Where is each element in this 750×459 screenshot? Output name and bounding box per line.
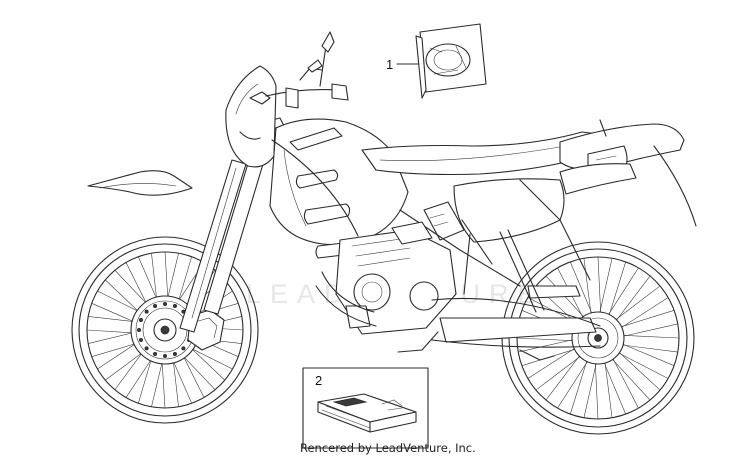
part-1-sticker-kit: 1	[386, 23, 487, 99]
brake-disc-hole	[172, 303, 177, 308]
brake-disc-hole	[144, 346, 149, 351]
motorcycle-illustration	[71, 31, 697, 435]
front-fender	[87, 170, 193, 196]
brake-disc-hole	[181, 346, 186, 351]
swingarm	[431, 285, 601, 348]
exhaust-silencer	[559, 163, 637, 195]
brake-disc-hole	[153, 303, 158, 308]
callout-number-2: 2	[315, 373, 322, 388]
brake-pedal	[397, 331, 439, 353]
brake-disc-hole	[153, 352, 158, 357]
handlebar	[265, 31, 349, 109]
rear-wheel	[501, 241, 695, 435]
part-2-owners-manual: 2	[302, 367, 429, 449]
brake-disc-hole	[162, 353, 167, 358]
footer-credit: Rencered by LeadVenture, Inc.	[300, 441, 476, 455]
brake-disc-hole	[172, 352, 177, 357]
engine	[315, 221, 457, 335]
brake-disc-hole	[138, 318, 143, 323]
callout-number-1: 1	[386, 57, 393, 72]
brake-disc-hole	[162, 301, 167, 306]
headlight-mask	[225, 65, 277, 168]
rear-shock	[499, 229, 545, 313]
brake-disc-hole	[144, 309, 149, 314]
brake-disc-hole	[138, 337, 143, 342]
brake-disc-hole	[136, 327, 141, 332]
